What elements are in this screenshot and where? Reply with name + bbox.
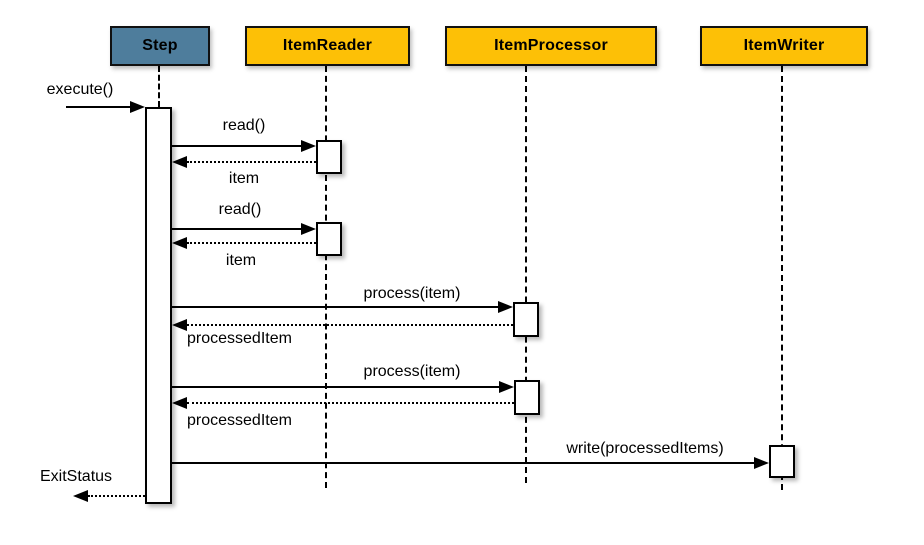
message-item2-label: item [225, 252, 257, 269]
arrowhead-left-icon [172, 156, 187, 168]
message-execute-line [66, 106, 131, 108]
message-processeditem2-line [187, 402, 514, 404]
message-execute-label: execute() [46, 81, 114, 98]
activation-itemreader-1 [316, 140, 342, 174]
participant-itemreader: ItemReader [245, 26, 410, 66]
arrowhead-left-icon [172, 237, 187, 249]
message-read1-label: read() [222, 117, 266, 134]
message-read1-line [172, 145, 302, 147]
lifeline-step [158, 66, 160, 107]
message-item1-label: item [228, 170, 260, 187]
message-item2-line [187, 242, 316, 244]
message-process1-line [172, 306, 499, 308]
arrowhead-right-icon [498, 301, 513, 313]
message-read2-label: read() [218, 201, 262, 218]
lifeline-itemreader [325, 66, 327, 488]
arrowhead-right-icon [754, 457, 769, 469]
activation-itemprocessor-2 [514, 380, 540, 415]
activation-itemreader-2 [316, 222, 342, 256]
participant-itemwriter-label: ItemWriter [743, 37, 825, 54]
activation-itemprocessor-1 [513, 302, 539, 337]
message-exitstatus-line [88, 495, 145, 497]
lifeline-itemwriter [781, 66, 783, 490]
arrowhead-right-icon [301, 140, 316, 152]
message-processeditem2-label: processedItem [187, 412, 292, 429]
message-read2-line [172, 228, 302, 230]
message-write-label: write(processedItems) [566, 440, 724, 457]
participant-itemprocessor: ItemProcessor [445, 26, 657, 66]
activation-itemwriter [769, 445, 795, 478]
arrowhead-left-icon [172, 397, 187, 409]
arrowhead-right-icon [301, 223, 316, 235]
participant-step-label: Step [142, 37, 178, 54]
message-process2-line [172, 386, 500, 388]
participant-itemreader-label: ItemReader [282, 37, 373, 54]
message-item1-line [187, 161, 316, 163]
message-processeditem1-label: processedItem [187, 330, 292, 347]
message-process1-label: process(item) [363, 285, 461, 302]
message-process2-label: process(item) [363, 363, 461, 380]
participant-itemwriter: ItemWriter [700, 26, 868, 66]
arrowhead-right-icon [130, 101, 145, 113]
lifeline-itemprocessor [525, 66, 527, 483]
message-processeditem1-line [187, 324, 513, 326]
participant-itemprocessor-label: ItemProcessor [494, 37, 608, 54]
arrowhead-left-icon [172, 319, 187, 331]
message-write-line [172, 462, 755, 464]
message-exitstatus-label: ExitStatus [40, 468, 113, 485]
arrowhead-right-icon [499, 381, 514, 393]
arrowhead-left-icon [73, 490, 88, 502]
participant-step: Step [110, 26, 210, 66]
activation-step [145, 107, 172, 504]
